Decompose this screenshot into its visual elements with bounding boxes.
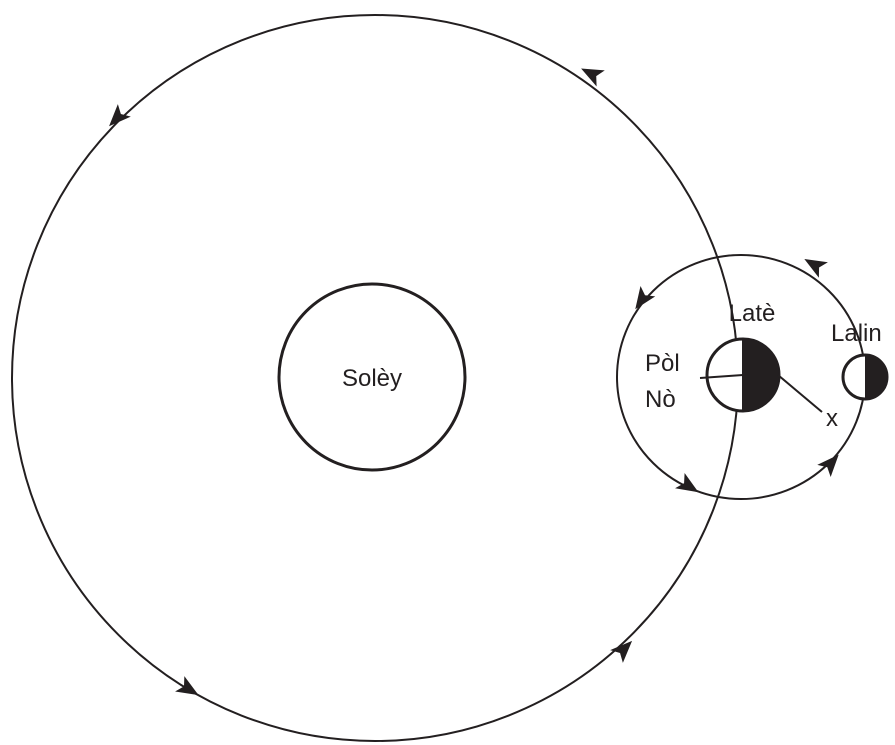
moon-label: Lalin	[831, 320, 882, 347]
north-pole-label: Nò	[645, 386, 676, 413]
earth-label: Latè	[729, 300, 776, 327]
moon-orbit-arrow-icon	[627, 286, 656, 315]
sun-label: Solèy	[342, 365, 402, 392]
earth-dark-side	[743, 339, 779, 411]
earth-orbit-arrow-icon	[102, 104, 131, 133]
earth-orbit-arrow-icon	[175, 676, 204, 703]
moon-dark-side	[865, 355, 887, 399]
sun-circle	[277, 282, 467, 472]
moon-orbit-arrow-icon	[817, 448, 846, 477]
north-pole-label: Pòl	[645, 350, 680, 377]
point-x-label: x	[826, 405, 838, 432]
moon	[841, 353, 889, 401]
moon-orbit-arrow-icon	[675, 473, 704, 500]
earth-orbit-arrow-icon	[577, 60, 605, 87]
moon-orbit-arrow-icon	[799, 251, 828, 278]
point-x-pointer-line	[777, 374, 823, 413]
north-pole-pointer-line	[699, 374, 744, 379]
earth-orbit-arrow-icon	[610, 634, 639, 663]
